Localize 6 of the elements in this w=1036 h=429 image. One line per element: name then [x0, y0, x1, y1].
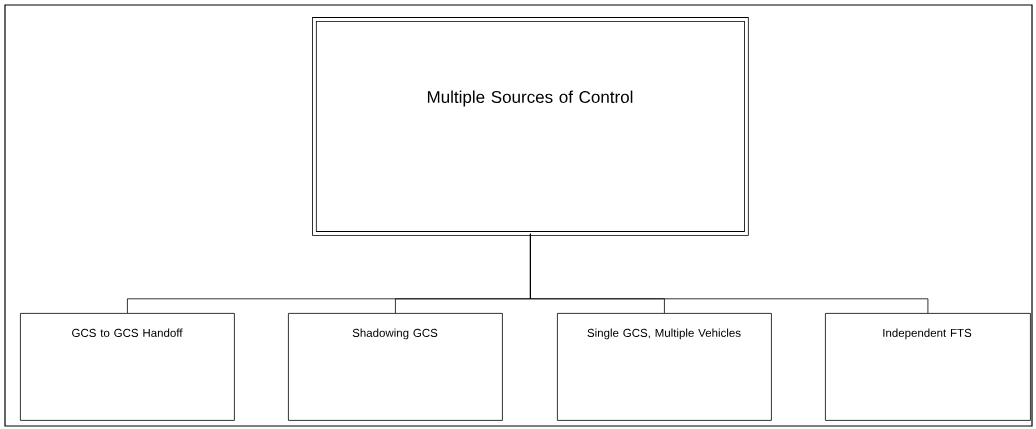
category-box: Independent FTS [825, 313, 1031, 421]
category-box: Single GCS, Multiple Vehicles [557, 313, 772, 421]
category-box: Shadowing GCS [288, 313, 503, 421]
connector-line [530, 233, 929, 314]
title-box: Multiple Sources of Control [312, 17, 749, 236]
category-box: GCS to GCS Handoff [20, 313, 235, 421]
